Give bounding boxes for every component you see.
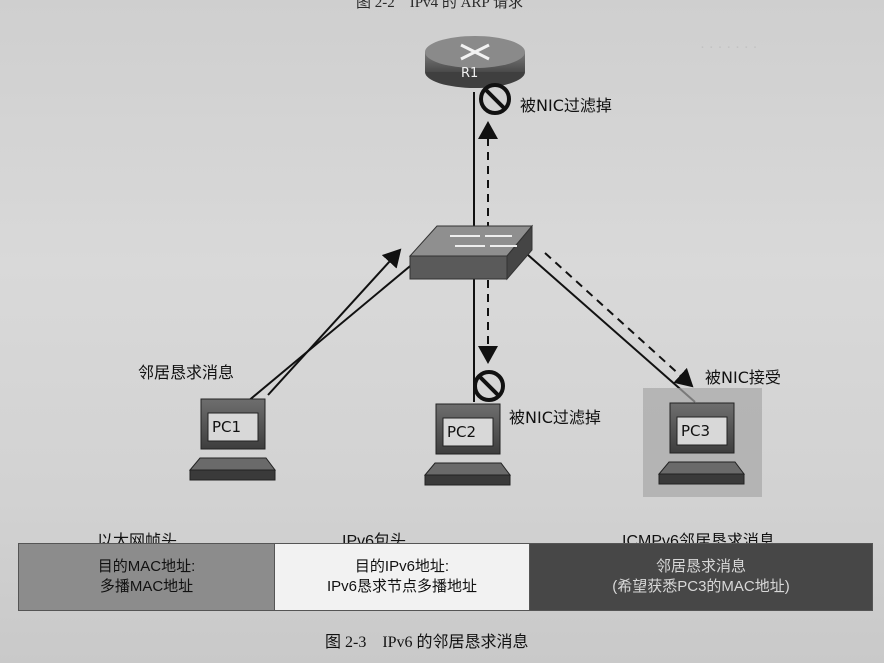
pc3-label: PC3 (681, 422, 711, 440)
segment-text: 目的IPv6地址: (354, 558, 450, 575)
link-switch-pc3 (527, 254, 696, 403)
frame-segment-ipv6: 目的IPv6地址: IPv6恳求节点多播地址 (275, 544, 530, 610)
message-arrow-pc1-to-switch (267, 248, 402, 396)
frame-segment-icmpv6: 邻居恳求消息 (希望获悉PC3的MAC地址) (530, 544, 872, 610)
frame-structure: 目的MAC地址: 多播MAC地址 目的IPv6地址: IPv6恳求节点多播地址 … (18, 543, 873, 611)
segment-text: IPv6恳求节点多播地址 (326, 578, 477, 595)
frame-segment-ethernet: 目的MAC地址: 多播MAC地址 (19, 544, 275, 610)
r1-filter-label: 被NIC过滤掉 (520, 96, 612, 115)
switch (408, 224, 534, 281)
segment-text: (希望获悉PC3的MAC地址) (612, 578, 790, 595)
pc2-filter-label: 被NIC过滤掉 (509, 408, 601, 427)
message-arrow-to-pc3 (544, 252, 694, 388)
link-switch-pc1 (246, 261, 416, 403)
pc2 (423, 403, 511, 486)
top-caption: 图 2-2 IPv4 的 ARP 请求 (356, 0, 523, 11)
figure-caption: 图 2-3 IPv6 的邻居恳求消息 (325, 634, 529, 651)
pc1 (188, 398, 276, 481)
pc1-label: PC1 (212, 418, 242, 436)
pc3 (657, 402, 745, 485)
blocked-icon (473, 370, 505, 402)
segment-text: 目的MAC地址: (97, 558, 196, 575)
router-label: R1 (461, 66, 479, 81)
segment-text: 多播MAC地址 (99, 578, 194, 595)
pc1-message-label: 邻居恳求消息 (138, 363, 235, 382)
bleed-text: · · · · · · · (700, 40, 758, 56)
pc3-accept-label: 被NIC接受 (705, 368, 781, 387)
blocked-icon (479, 83, 511, 115)
router-r1 (425, 36, 525, 88)
segment-text: 邻居恳求消息 (655, 558, 746, 575)
pc2-label: PC2 (447, 423, 477, 441)
